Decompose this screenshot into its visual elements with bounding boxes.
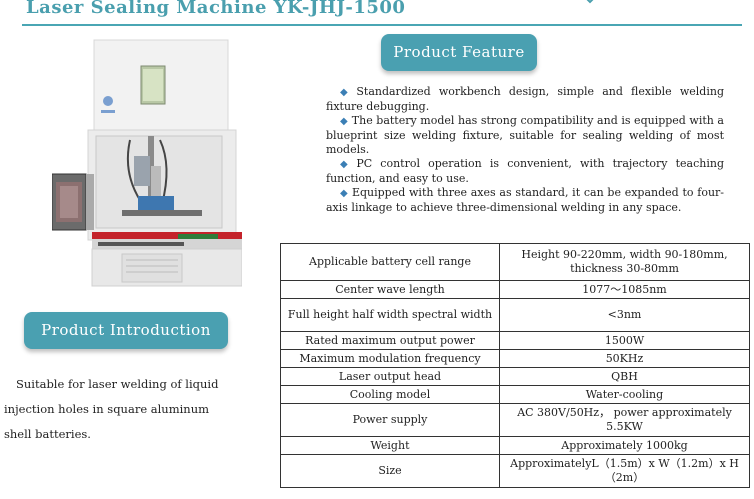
chevron-down-icon (586, 0, 594, 4)
page-title: Laser Sealing Machine YK-JHJ-1500 (26, 0, 406, 18)
spec-value: Water-cooling (499, 385, 750, 404)
spec-value: ApproximatelyL（1.5m）x W（1.2m）x H（2m） (499, 454, 750, 488)
table-row: Full height half width spectral width<3n… (280, 298, 750, 332)
spec-value: AC 380V/50Hz， power approximately 5.5KW (499, 403, 750, 437)
spec-label: Power supply (280, 403, 500, 437)
spec-label: Applicable battery cell range (280, 243, 500, 281)
spec-label: Laser output head (280, 367, 500, 386)
list-item: ◆The battery model has strong compatibil… (326, 114, 724, 156)
list-item: ◆Equipped with three axes as standard, i… (326, 186, 724, 214)
spec-label: Full height half width spectral width (280, 298, 500, 332)
spec-value: Height 90-220mm, width 90-180mm, thickne… (499, 243, 750, 281)
product-image (52, 39, 242, 287)
spec-label: Size (280, 454, 500, 488)
diamond-icon: ◆ (340, 87, 353, 98)
spec-label: Cooling model (280, 385, 500, 404)
diamond-icon: ◆ (340, 188, 348, 199)
list-item: ◆Standardized workbench design, simple a… (326, 85, 724, 113)
list-item: ◆PC control operation is convenient, wit… (326, 157, 724, 185)
spec-value: 1500W (499, 331, 750, 350)
product-feature-heading: Product Feature (381, 34, 537, 71)
spec-label: Rated maximum output power (280, 331, 500, 350)
spec-value: 1077～1085nm (499, 280, 750, 299)
spec-label: Weight (280, 436, 500, 455)
spec-value: <3nm (499, 298, 750, 332)
diamond-icon: ◆ (340, 159, 353, 170)
spec-value: Approximately 1000kg (499, 436, 750, 455)
diamond-icon: ◆ (340, 116, 348, 127)
spec-label: Center wave length (280, 280, 500, 299)
product-introduction-heading: Product Introduction (24, 312, 228, 349)
product-introduction-text: Suitable for laser welding of liquid inj… (4, 377, 219, 441)
title-divider (22, 24, 742, 26)
spec-value: QBH (499, 367, 750, 386)
feature-list: ◆Standardized workbench design, simple a… (326, 85, 724, 215)
spec-label: Maximum modulation frequency (280, 349, 500, 368)
spec-value: 50KHz (499, 349, 750, 368)
